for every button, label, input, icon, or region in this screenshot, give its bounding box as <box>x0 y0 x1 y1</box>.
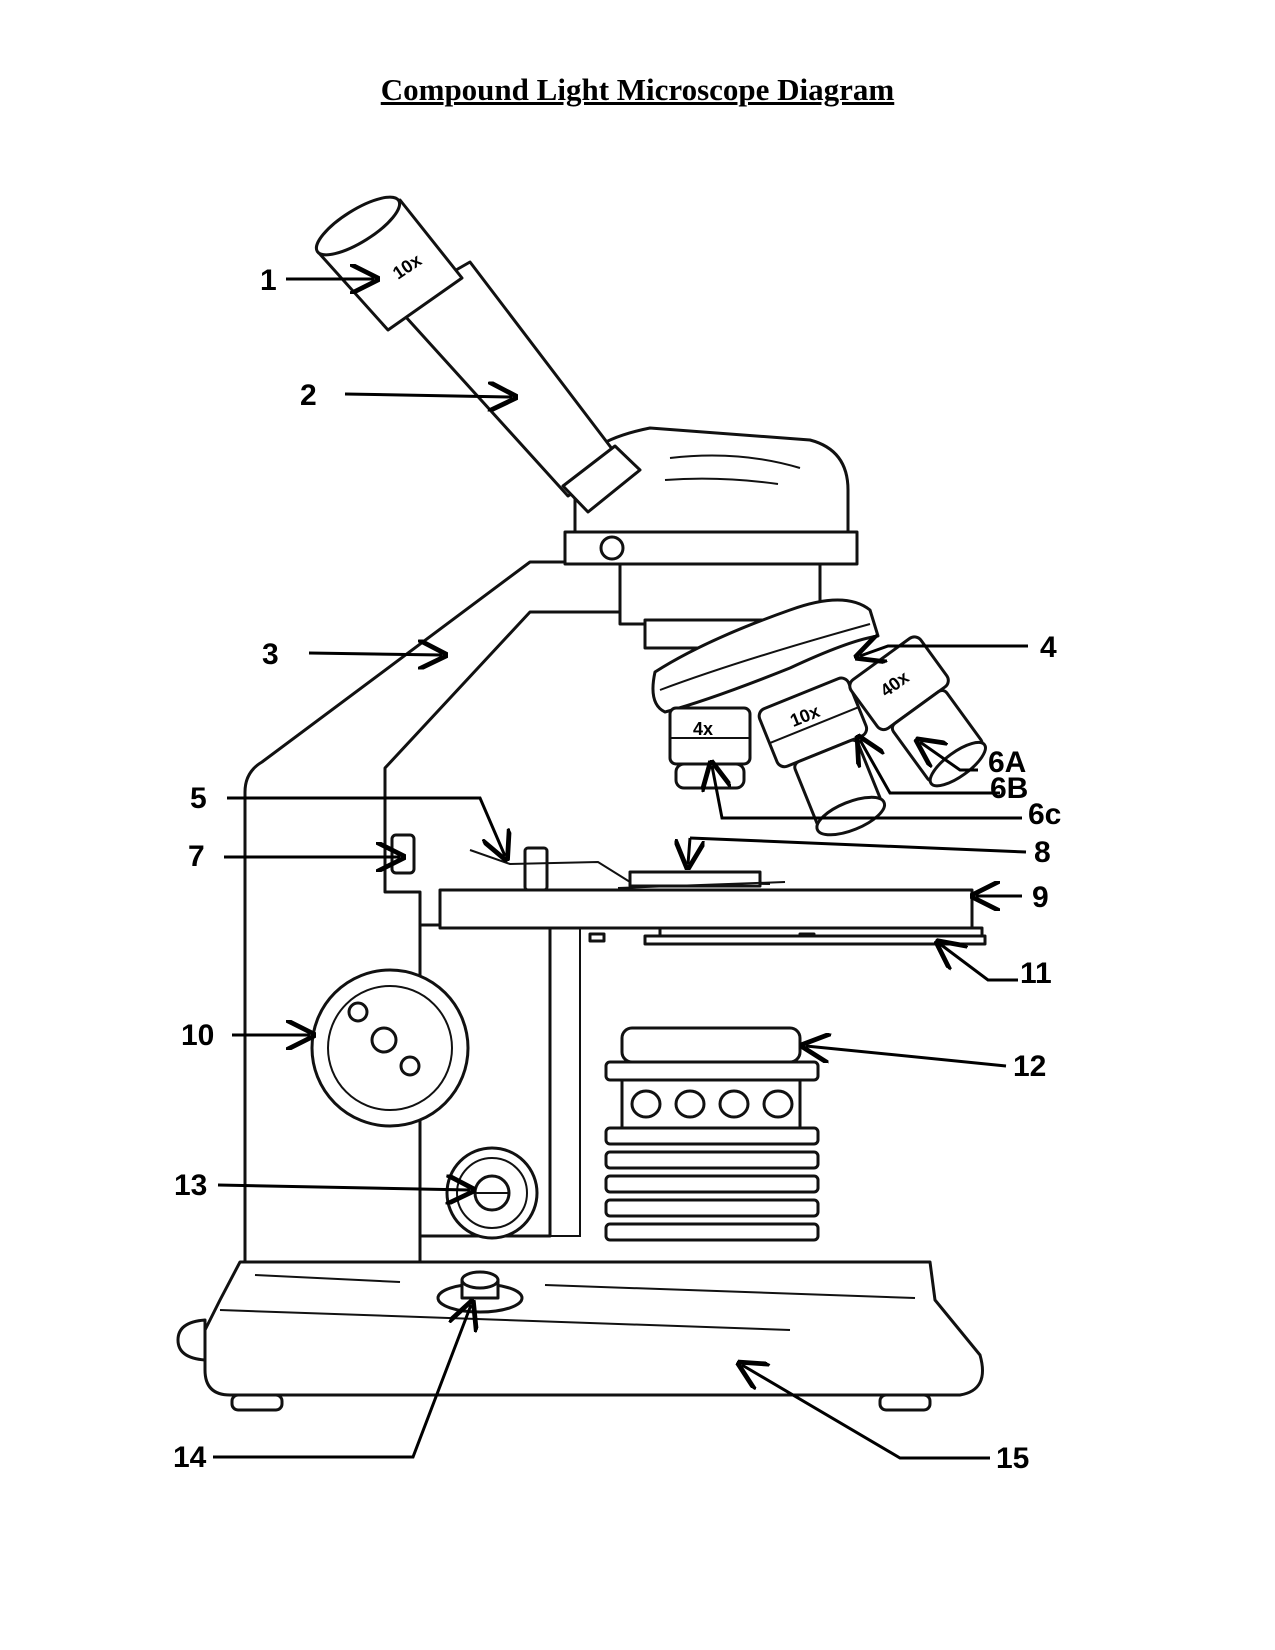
callout-bracket: 7 <box>188 840 205 873</box>
callout-eyepiece: 1 <box>260 264 277 297</box>
stage <box>438 888 984 943</box>
callout-power-switch: 14 <box>173 1441 207 1474</box>
callout-stage-clip: 5 <box>190 782 207 815</box>
callout-illuminator: 12 <box>1013 1050 1046 1083</box>
fine-adjustment-knob <box>445 1146 539 1240</box>
callout-fine-knob: 13 <box>174 1169 207 1202</box>
coarse-adjustment-knob <box>310 968 470 1128</box>
callout-diaphragm: 11 <box>1020 957 1052 990</box>
eyepiece: 10x <box>314 195 464 332</box>
callout-objective-high: 6A <box>988 746 1026 779</box>
diaphragm <box>643 934 987 946</box>
leader-lines <box>213 279 1028 1460</box>
callout-nosepiece: 4 <box>1040 631 1057 664</box>
callout-base: 15 <box>996 1442 1029 1475</box>
diagram-title: Compound Light Microscope Diagram <box>380 72 895 107</box>
callout-objective-mid: 6B <box>990 772 1028 805</box>
callout-objective-low: 6c <box>1028 798 1061 831</box>
base <box>176 1260 984 1412</box>
callout-slide: 8 <box>1034 836 1051 869</box>
objective-4x-label: 4x <box>693 719 713 739</box>
callout-stage: 9 <box>1032 881 1049 914</box>
callout-arm: 3 <box>262 638 279 671</box>
callout-body-tube: 2 <box>300 379 317 412</box>
illuminator <box>604 1026 820 1242</box>
objective-4x: 4x <box>668 706 752 790</box>
adjustment-bracket <box>390 833 416 875</box>
callout-coarse-knob: 10 <box>181 1019 214 1052</box>
